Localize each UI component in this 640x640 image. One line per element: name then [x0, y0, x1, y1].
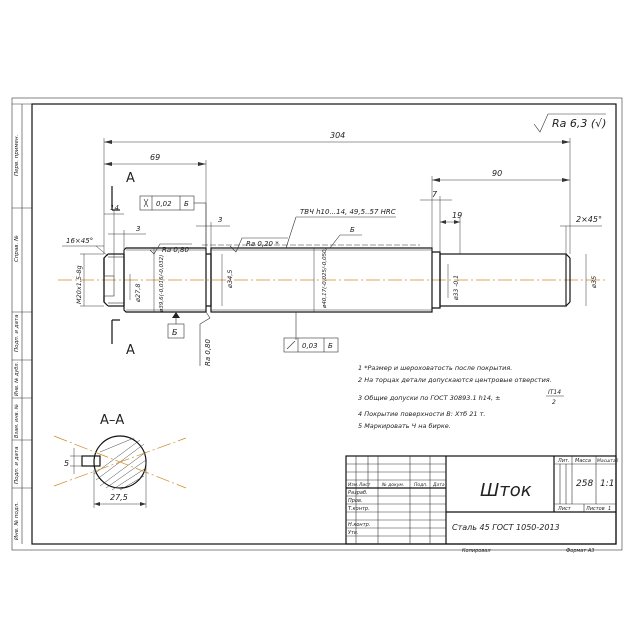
- dim-3a: 3: [136, 225, 140, 233]
- dim-90: 90: [492, 169, 502, 178]
- note-3-fraction-top: IT14: [548, 389, 561, 396]
- tb-copied: Копировал: [462, 548, 491, 554]
- dim-d39: ø39,6(-0,016/-0,032): [159, 255, 165, 313]
- roughness-ra080-b: Ra 0,80: [204, 338, 212, 366]
- side-stamp: Перв. примен. Справ. № Подп. и дата Инв.…: [12, 103, 32, 544]
- dim-chamfer-left: 16×45°: [66, 237, 93, 245]
- dim-304: 304: [330, 131, 345, 140]
- tb-role-prov: Пров.: [348, 498, 363, 504]
- technical-notes: 1 *Размер и шероховатость после покрытия…: [358, 364, 564, 430]
- section-mark-bottom: A: [126, 343, 135, 358]
- side-stamp-7: Инв. № подл.: [14, 502, 20, 540]
- tb-row-izm: Изм.: [348, 482, 359, 488]
- roughness-ra020: Ra 0,20 *: [246, 240, 279, 248]
- dim-d34: ø34,5: [226, 270, 234, 289]
- section-mark-top: A: [126, 171, 135, 186]
- tb-row-sign: Подп.: [414, 482, 428, 488]
- tb-col-scale: Масштаб: [597, 458, 619, 464]
- tb-scale: 1:1: [600, 479, 614, 489]
- dim-7: 7: [432, 190, 438, 199]
- dim-thread: M20x1,5-8g: [75, 265, 83, 304]
- datum-b-box: [167, 323, 185, 339]
- tolerance-runout-frame: [283, 337, 339, 353]
- key-flat: [103, 275, 115, 297]
- note-1: 1 *Размер и шероховатость после покрытия…: [358, 364, 512, 372]
- dim-d27: ø27,8: [134, 284, 142, 303]
- section-width-dim: 27,5: [110, 493, 128, 502]
- side-stamp-3: Подп. и дата: [14, 314, 20, 352]
- note-3: 3 Общие допуски по ГОСТ 30893.1 h14, ±: [358, 394, 501, 402]
- dim-3b: 3: [218, 216, 222, 224]
- tb-role-razrab: Разраб.: [348, 490, 368, 496]
- annotations: A A 0,02 Б Ra 0,80 Ra 0,20 * ТВЧ h10...1…: [111, 171, 420, 366]
- outer-frame: [11, 97, 623, 551]
- dim-chamfer-right: 2×45°: [576, 215, 602, 224]
- roughness-general-text: Ra 6,3 (√): [552, 117, 606, 130]
- shaft-view: [58, 247, 606, 313]
- side-stamp-1: Перв. примен.: [14, 134, 20, 176]
- tb-col-mass: Масса: [575, 458, 591, 464]
- section-title: A–A: [100, 413, 124, 428]
- tolerance-flat-datum: Б: [184, 200, 189, 208]
- tb-row-list: Лист: [358, 482, 371, 488]
- tolerance-runout-value: 0,03: [302, 342, 318, 350]
- section-key-dim: 5: [64, 459, 69, 468]
- note-5: 5 Маркировать Ч на бирке.: [358, 422, 451, 430]
- tb-row-date: Дата: [432, 482, 445, 488]
- dimensions: 304 69 90 7 19 2×45° 14 3: [62, 131, 602, 313]
- inner-frame: [31, 103, 617, 545]
- roughness-ra080-a: Ra 0,80: [162, 246, 190, 254]
- tolerance-flat-value: 0,02: [156, 200, 172, 208]
- tb-sheet-label: Лист: [557, 506, 572, 512]
- side-stamp-5: Взам. инв. №: [14, 404, 20, 438]
- section-key-slot: [81, 455, 101, 467]
- roughness-general: Ra 6,3 (√): [533, 113, 606, 133]
- tolerance-runout-datum: Б: [328, 342, 333, 350]
- tb-role-utv: Утв.: [348, 530, 359, 536]
- heat-treatment: ТВЧ h10...14, 49,5..57 HRC: [300, 208, 396, 216]
- section-aa: A–A 5 27,5: [53, 413, 187, 508]
- note-3-fraction-bottom: 2: [552, 399, 556, 406]
- dim-d33: ø33 -0,1: [453, 275, 460, 301]
- tb-material: Сталь 45 ГОСТ 1050-2013: [452, 523, 560, 532]
- tb-role-tkontr: Т.контр.: [348, 506, 370, 512]
- tb-part-name: Шток: [480, 480, 532, 501]
- tb-mass: 258: [576, 479, 593, 489]
- note-2: 2 На торцах детали допускаются центровые…: [358, 376, 552, 384]
- surface-b-label: Б: [350, 226, 355, 234]
- tb-sheets-label: Листов: [585, 506, 605, 512]
- title-block: Изм. Лист № докум. Подп. Дата Разраб. Пр…: [345, 455, 619, 554]
- note-4: 4 Покрытие поверхности В: Хтб 21 т.: [358, 410, 485, 418]
- shaft-main: [210, 247, 433, 313]
- tb-format: Формат А3: [566, 548, 594, 554]
- tb-role-nkontr: Н.контр.: [348, 522, 370, 528]
- tb-row-doc: № докум.: [381, 482, 404, 488]
- side-stamp-6: Подп. и дата: [14, 446, 20, 484]
- dim-d40: ø40,17(-0,025/-0,050): [322, 247, 328, 309]
- dim-19: 19: [452, 211, 462, 220]
- dim-d35: ø35: [590, 276, 598, 289]
- datum-b-text: Б: [172, 328, 178, 337]
- tb-sheets-count: 1: [608, 506, 611, 512]
- side-stamp-4: Инв. № дубл.: [14, 362, 20, 396]
- dim-14: 14: [110, 204, 119, 212]
- tb-col-lit: Лит.: [557, 458, 570, 464]
- side-stamp-2: Справ. №: [14, 235, 20, 262]
- dim-69: 69: [150, 153, 160, 162]
